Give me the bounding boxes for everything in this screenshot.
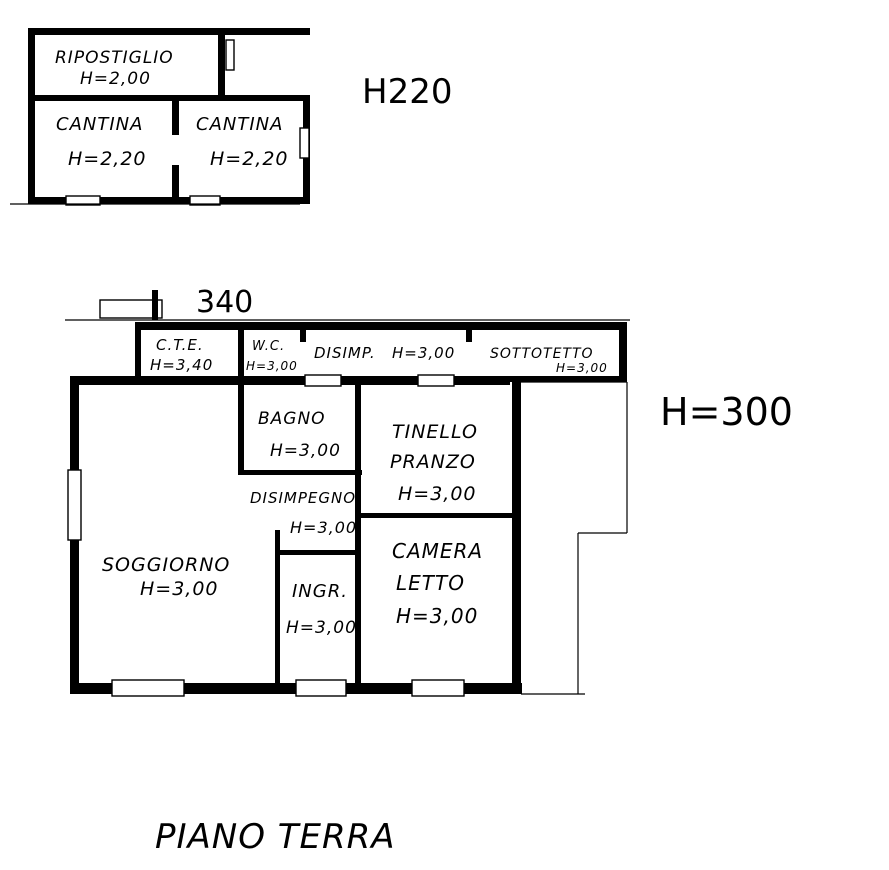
- annex-room-ripostiglio-name: RIPOSTIGLIO: [55, 48, 174, 68]
- main-floor-walls: [65, 290, 630, 697]
- room-soggiorno-height: H=3,00: [140, 578, 219, 600]
- room-ingr-height: H=3,00: [286, 618, 357, 638]
- main-height-note: H=300: [660, 390, 793, 434]
- room-cte-name: C.T.E.: [156, 336, 204, 354]
- room-disimpegno-top-name: DISIMP.: [314, 344, 376, 362]
- room-bagno-height: H=3,00: [270, 441, 341, 461]
- dimension-label: 340: [196, 285, 253, 320]
- room-disimpegno-top-height: H=3,00: [392, 344, 455, 362]
- annex-height-note: H220: [362, 72, 452, 112]
- room-disimpegno-height: H=3,00: [290, 518, 357, 537]
- room-tinello-name2: PRANZO: [390, 451, 476, 473]
- plan-title: PIANO TERRA: [155, 817, 396, 857]
- room-camera-name2: LETTO: [396, 571, 465, 595]
- annex-room-cantina-1-height: H=2,20: [68, 148, 147, 170]
- room-wc-height: H=3,00: [246, 359, 298, 373]
- annex-room-cantina-2-height: H=2,20: [210, 148, 289, 170]
- annex-room-cantina-2-name: CANTINA: [196, 114, 283, 135]
- room-bagno-name: BAGNO: [258, 409, 326, 429]
- room-ingr-name: INGR.: [292, 581, 348, 602]
- annex-room-ripostiglio-height: H=2,00: [80, 69, 151, 89]
- room-wc-name: W.C.: [252, 339, 285, 354]
- room-sottotetto-name: SOTTOTETTO: [490, 346, 594, 362]
- annex-block: [10, 28, 310, 206]
- room-camera-height: H=3,00: [396, 604, 478, 628]
- room-sottotetto-height: H=3,00: [556, 361, 608, 375]
- room-tinello-height: H=3,00: [398, 483, 477, 505]
- room-tinello-name: TINELLO: [392, 421, 478, 443]
- room-cte-height: H=3,40: [150, 356, 213, 374]
- room-camera-name: CAMERA: [392, 539, 483, 563]
- room-disimpegno-name: DISIMPEGNO: [250, 489, 356, 507]
- room-soggiorno-name: SOGGIORNO: [102, 554, 230, 576]
- annex-room-cantina-1-name: CANTINA: [56, 114, 143, 135]
